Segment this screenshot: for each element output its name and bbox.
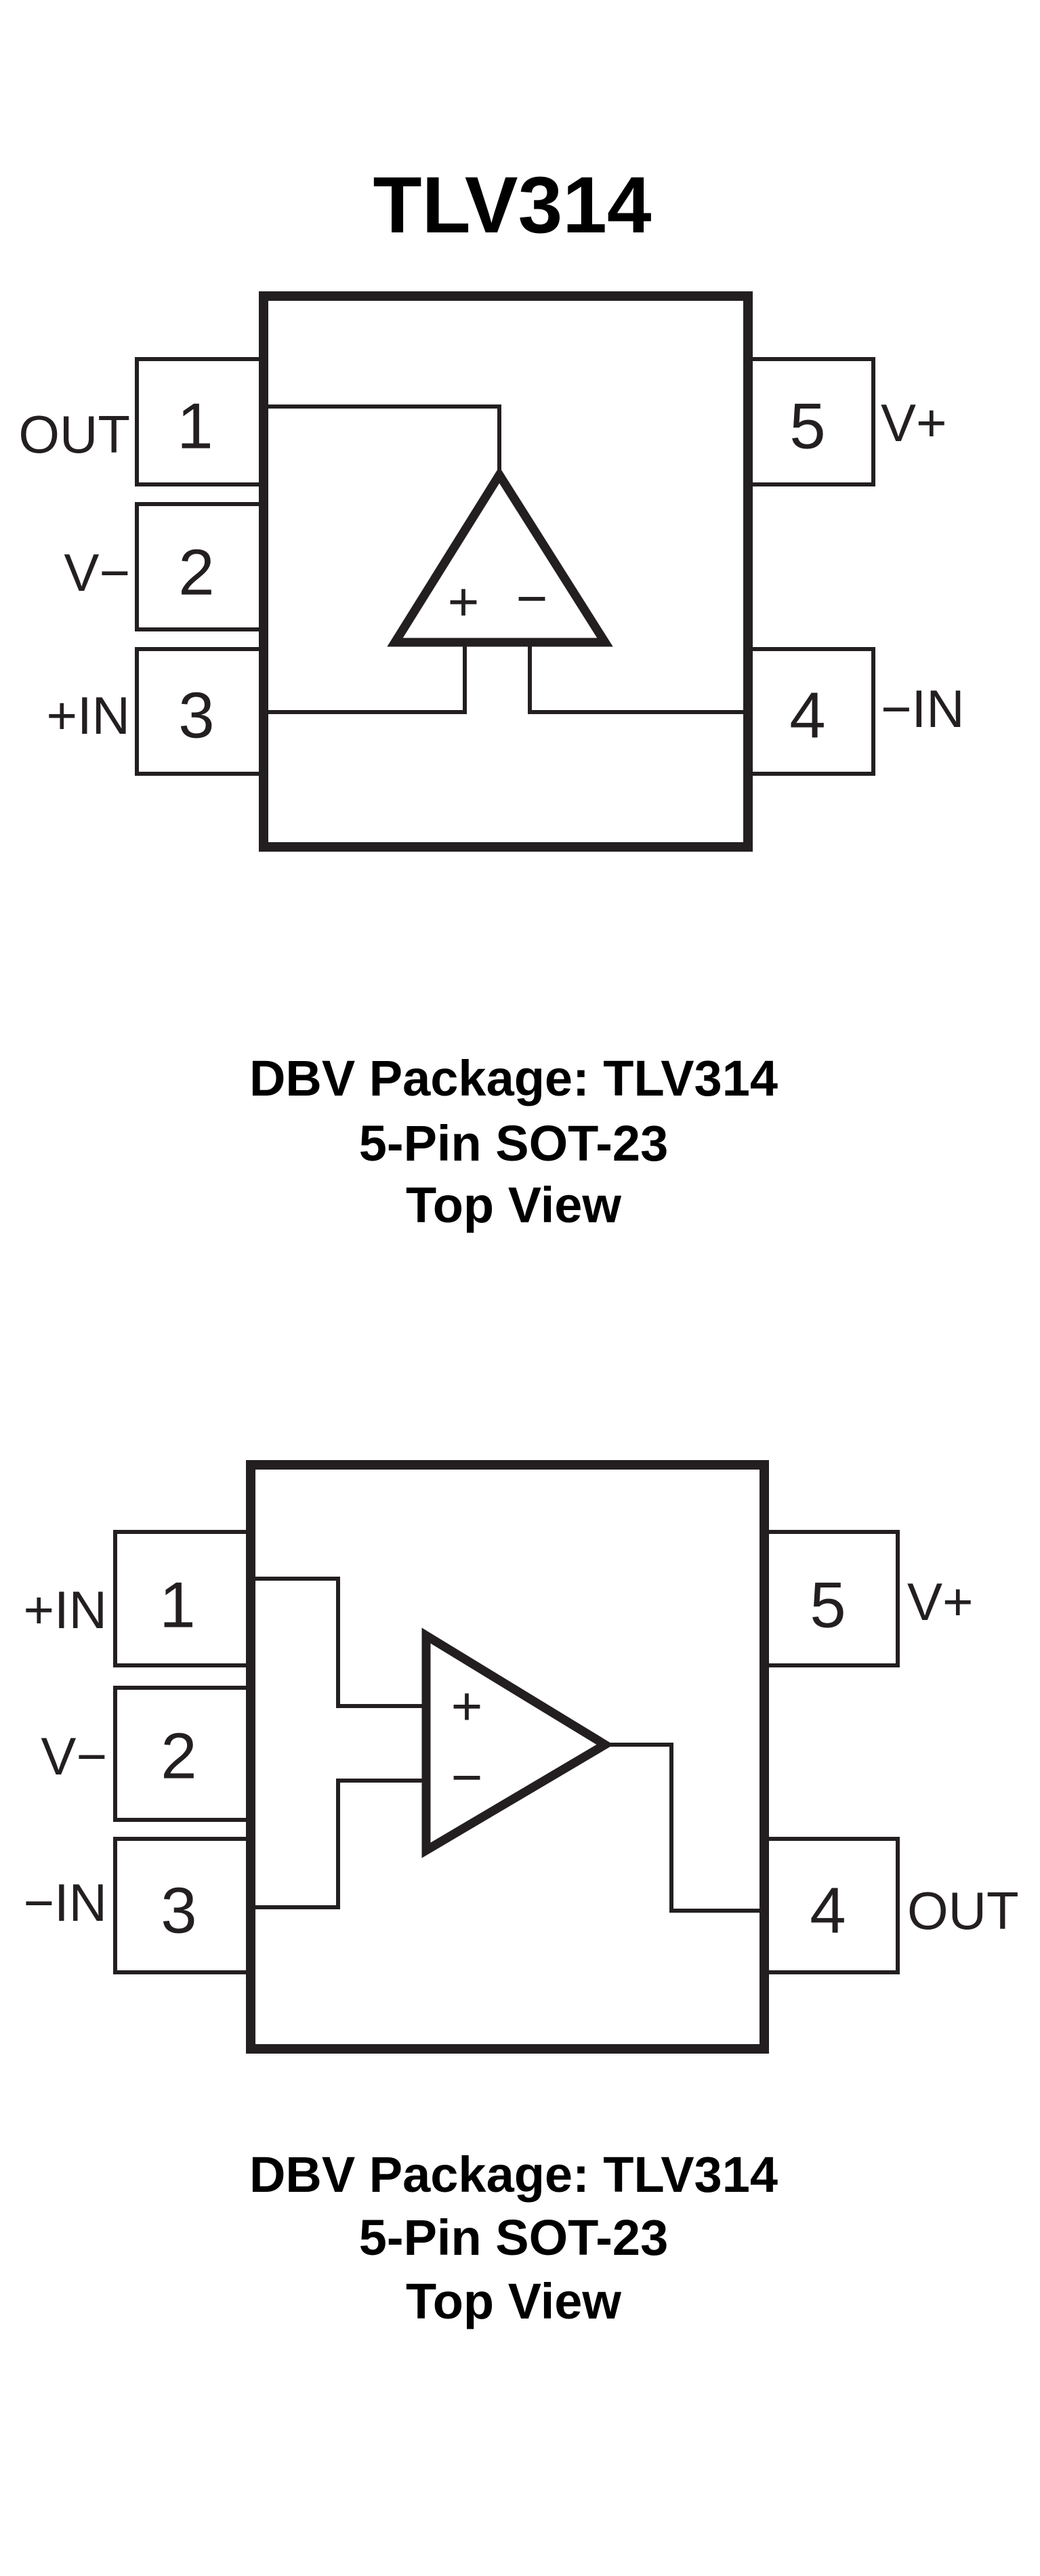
minus-sign: − (516, 568, 548, 629)
pin-number: 5 (789, 390, 825, 463)
pin-number: 1 (177, 390, 213, 463)
package-body (259, 291, 753, 852)
pin-label: −IN (881, 679, 965, 739)
pin-label: V− (41, 1726, 107, 1786)
caption-line: Top View (406, 1177, 621, 1233)
pin-2-pad (113, 1686, 253, 1822)
caption-line: DBV Package: TLV314 (249, 2146, 778, 2203)
pin-label: OUT (907, 1881, 1019, 1940)
inverting-input-wire (251, 1779, 426, 1909)
pin-3-pad (135, 647, 266, 776)
inverting-input-wire (528, 642, 748, 714)
pin-4-pad (746, 647, 875, 776)
pin-3-pad (113, 1837, 253, 1974)
caption-line: 5-Pin SOT-23 (359, 1115, 668, 1171)
pin-number: 4 (789, 680, 825, 752)
pin-label: +IN (23, 1580, 107, 1640)
package-body (246, 1460, 769, 2054)
pin-1-pad (113, 1530, 253, 1667)
opamp-triangle-icon (387, 466, 613, 647)
caption-line: 5-Pin SOT-23 (359, 2209, 668, 2266)
pin-number: 2 (178, 537, 214, 609)
noninverting-input-wire (251, 1577, 426, 1708)
caption-line: Top View (406, 2273, 621, 2329)
pin-number: 5 (810, 1569, 846, 1642)
pin-label: V+ (881, 393, 947, 453)
plus-sign: + (451, 1676, 483, 1737)
pin-label: −IN (23, 1873, 107, 1932)
plus-sign: + (448, 572, 480, 632)
opamp-triangle-icon (421, 1627, 614, 1858)
minus-sign: − (451, 1747, 483, 1808)
output-wire (605, 1743, 764, 1913)
pin-2-pad (135, 502, 266, 631)
pin-number: 1 (159, 1569, 195, 1642)
pin-1-pad (135, 357, 266, 486)
pin-5-pad (746, 357, 875, 486)
noninverting-input-wire (264, 642, 467, 714)
pin-label: V− (64, 543, 130, 602)
pin-label: V+ (907, 1572, 974, 1632)
pin-number: 2 (161, 1720, 196, 1793)
pin-label: OUT (18, 404, 130, 464)
device-title: TLV314 (373, 161, 652, 250)
bottom-pinout-diagram: + − 1 2 3 4 5 +IN V− −IN OUT V+ DBV Pack… (23, 1460, 1019, 2329)
pin-number: 4 (810, 1875, 846, 1947)
pin-number: 3 (161, 1875, 196, 1947)
top-pinout-diagram: TLV314 + − 1 2 3 4 5 OUT V− +IN −IN V+ D… (18, 161, 964, 1233)
caption-line: DBV Package: TLV314 (249, 1050, 778, 1106)
pin-5-pad (762, 1530, 900, 1667)
pin-number: 3 (178, 680, 214, 752)
output-wire (264, 404, 501, 475)
pin-label: +IN (46, 686, 130, 745)
pin-4-pad (762, 1837, 900, 1974)
